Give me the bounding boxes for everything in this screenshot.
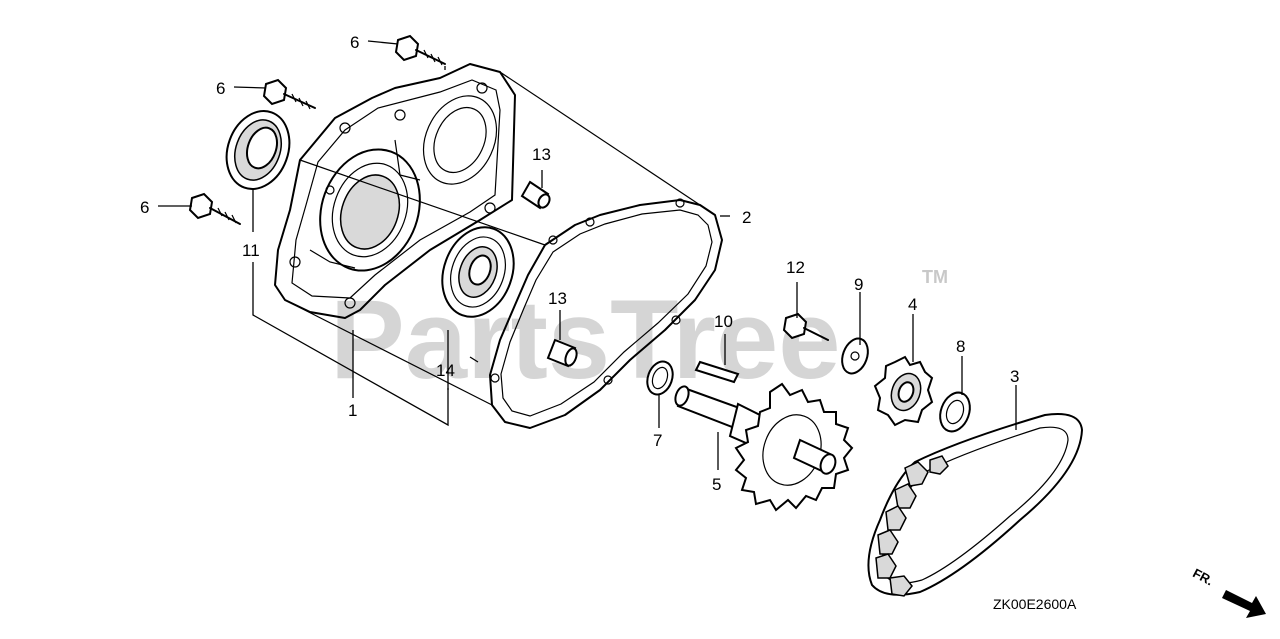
callout-11: 11 [242, 241, 260, 260]
circlip-part[interactable] [643, 358, 677, 398]
callout-14: 14 [436, 361, 455, 380]
oil-seal-part[interactable] [216, 102, 300, 198]
front-direction-label: FR. [1190, 565, 1216, 588]
callout-4: 4 [908, 295, 917, 314]
small-sprocket-part[interactable] [873, 355, 934, 427]
callout-12: 12 [786, 258, 805, 277]
gasket-part[interactable] [489, 198, 723, 429]
callout-13-lower: 13 [548, 289, 567, 308]
callout-9: 9 [854, 275, 863, 294]
leader-lines [158, 40, 1017, 470]
bearing-part[interactable] [430, 217, 525, 327]
callout-labels: 1 2 3 4 5 6 6 6 7 8 9 10 11 12 13 13 14 [140, 33, 1019, 494]
bolt-lower-part[interactable] [188, 192, 241, 225]
callout-1: 1 [348, 401, 357, 420]
callout-10: 10 [714, 312, 733, 331]
callout-6-top: 6 [350, 33, 359, 52]
callout-2: 2 [742, 208, 751, 227]
callout-13-upper: 13 [532, 145, 551, 164]
gear-case-cover-part[interactable] [274, 63, 516, 319]
watermark-text: PartsTree [330, 277, 841, 402]
bolt-middle-part[interactable] [262, 78, 316, 110]
dowel-pin-lower-part[interactable] [546, 338, 579, 368]
callout-6-middle: 6 [216, 79, 225, 98]
shaft-sprocket-part[interactable] [673, 382, 854, 512]
callout-6-lower: 6 [140, 198, 149, 217]
washer-9-part[interactable] [838, 335, 873, 377]
diagram-code: ZK00E2600A [993, 596, 1077, 612]
callout-8: 8 [956, 337, 965, 356]
key-part[interactable] [694, 360, 740, 384]
chain-part[interactable] [867, 413, 1083, 597]
dowel-pin-upper-part[interactable] [520, 180, 552, 210]
washer-8-part[interactable] [935, 388, 975, 435]
callout-5: 5 [712, 475, 721, 494]
watermark-trademark: TM [922, 267, 948, 287]
front-direction-indicator: FR. [1190, 565, 1266, 618]
bolt-12-part[interactable] [782, 312, 829, 341]
callout-7: 7 [653, 431, 662, 450]
front-direction-arrow-icon [1222, 590, 1266, 618]
bolt-top-part[interactable] [394, 34, 446, 66]
callout-3: 3 [1010, 367, 1019, 386]
